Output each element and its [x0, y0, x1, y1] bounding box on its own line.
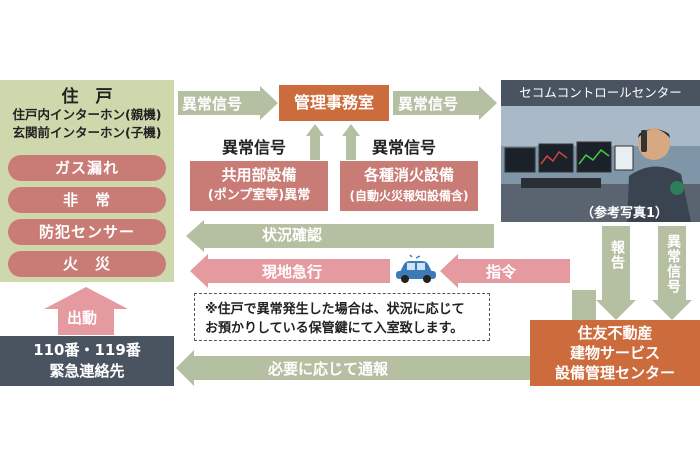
kyoyo-line1: 共用部設備 [221, 166, 297, 184]
residence-line2: 玄関前インターホン(子機) [12, 125, 162, 140]
arrow-residence-to-kanri [178, 86, 278, 120]
arrow-kyoyo-up [306, 124, 324, 160]
arrow-shutsudo-up [44, 287, 128, 335]
arrow-shirei [440, 254, 570, 288]
label-shutsudo: 出動 [67, 309, 98, 327]
kanri-office-box: 管理事務室 [279, 85, 389, 121]
secom-photo: （参考写真1） [501, 106, 700, 222]
item-emergency: 非 常 [8, 187, 166, 213]
label-ijou-right: 異常信号 [398, 95, 459, 113]
label-ijou-vertical: 異常信号 [665, 234, 681, 294]
item-gas-leak: ガス漏れ [8, 155, 166, 181]
fire-equipment-box: 各種消火設備 (自動火災報知設備含) [340, 161, 478, 211]
item-fire: 火 災 [8, 251, 166, 277]
arrow-kanri-to-secom [393, 86, 497, 120]
arrow-hitsuyo-tsuho [176, 290, 596, 386]
kyoyo-equipment-box: 共用部設備 (ポンプ室等)異常 [190, 161, 328, 211]
label-hokoku: 報告 [609, 240, 625, 270]
sumitomo-line1: 住友不動産 [577, 324, 653, 342]
emergency-line1: 110番・119番 [33, 341, 141, 359]
secom-header: セコムコントロールセンター [501, 80, 700, 106]
arrow-kakushu-up [342, 124, 360, 160]
residence-title: 住 戸 [61, 87, 113, 107]
arrow-jokyo-kakunin [186, 220, 494, 252]
kakushu-line2: (自動火災報知設備含) [349, 189, 469, 203]
label-jokyo-kakunin: 状況確認 [262, 226, 323, 244]
residence-panel: 住 戸 住戸内インターホン(親機) 玄関前インターホン(子機) ガス漏れ 非 常… [0, 80, 174, 282]
sumitomo-line2: 建物サービス [569, 344, 660, 362]
photo-caption: （参考写真1） [581, 206, 669, 221]
note-line1: ※住戸で異常発生した場合は、状況に応じて [205, 302, 465, 317]
sumitomo-line3: 設備管理センター [554, 364, 675, 382]
residence-line1: 住戸内インターホン(親機) [12, 107, 162, 122]
emergency-line2: 緊急連絡先 [49, 362, 125, 380]
label-ijou-left: 異常信号 [182, 95, 243, 113]
arrow-hokoku-down [596, 226, 636, 320]
emergency-contact-box: 110番・119番 緊急連絡先 [0, 336, 174, 386]
label-ijou-up2: 異常信号 [372, 138, 437, 157]
arrow-genchi-kyuko [190, 254, 390, 288]
label-ijou-up1: 異常信号 [222, 138, 287, 157]
kakushu-line1: 各種消火設備 [363, 166, 454, 184]
label-hitsuyo-tsuho: 必要に応じて通報 [268, 360, 389, 378]
note-line2: お預かりしている保管鍵にて入室致します。 [205, 321, 464, 336]
kyoyo-line2: (ポンプ室等)異常 [207, 188, 311, 203]
car-icon [396, 254, 436, 283]
arrow-ijou-down [652, 226, 692, 320]
label-shirei: 指令 [486, 263, 517, 281]
sumitomo-center-box: 住友不動産 建物サービス 設備管理センター [530, 320, 700, 386]
note-box: ※住戸で異常発生した場合は、状況に応じて お預かりしている保管鍵にて入室致します… [194, 293, 490, 341]
item-security-sensor: 防犯センサー [8, 219, 166, 245]
label-genchi-kyuko: 現地急行 [262, 263, 323, 281]
